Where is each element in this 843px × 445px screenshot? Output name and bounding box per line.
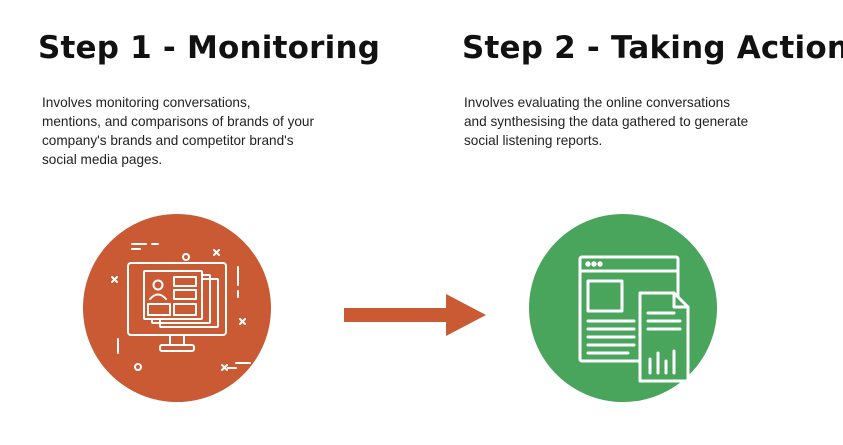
step-2-description: Involves evaluating the online conversat…	[464, 93, 794, 150]
right-arrow-icon	[342, 292, 488, 343]
step-2-icon-circle	[528, 213, 718, 408]
step-2-description-line: Involves evaluating the online conversat…	[464, 95, 731, 110]
step-1-description-line: social media pages.	[42, 152, 163, 167]
step-1-description: Involves monitoring conversations, menti…	[42, 93, 372, 169]
step-1-description-line: Involves monitoring conversations,	[42, 95, 251, 110]
monitor-dashboard-icon	[83, 214, 271, 402]
step-2-title: Step 2 - Taking Action	[462, 30, 843, 66]
report-documents-icon	[529, 214, 717, 402]
step-1-description-line: company's brands and competitor brand's	[42, 133, 294, 148]
step-1-description-line: mentions, and comparisons of brands of y…	[42, 114, 315, 129]
step-2-description-line: and synthesising the data gathered to ge…	[464, 114, 749, 129]
step-2-description-line: social listening reports.	[464, 133, 603, 148]
step-1-icon-circle	[82, 213, 272, 408]
step-1-title: Step 1 - Monitoring	[38, 30, 381, 66]
